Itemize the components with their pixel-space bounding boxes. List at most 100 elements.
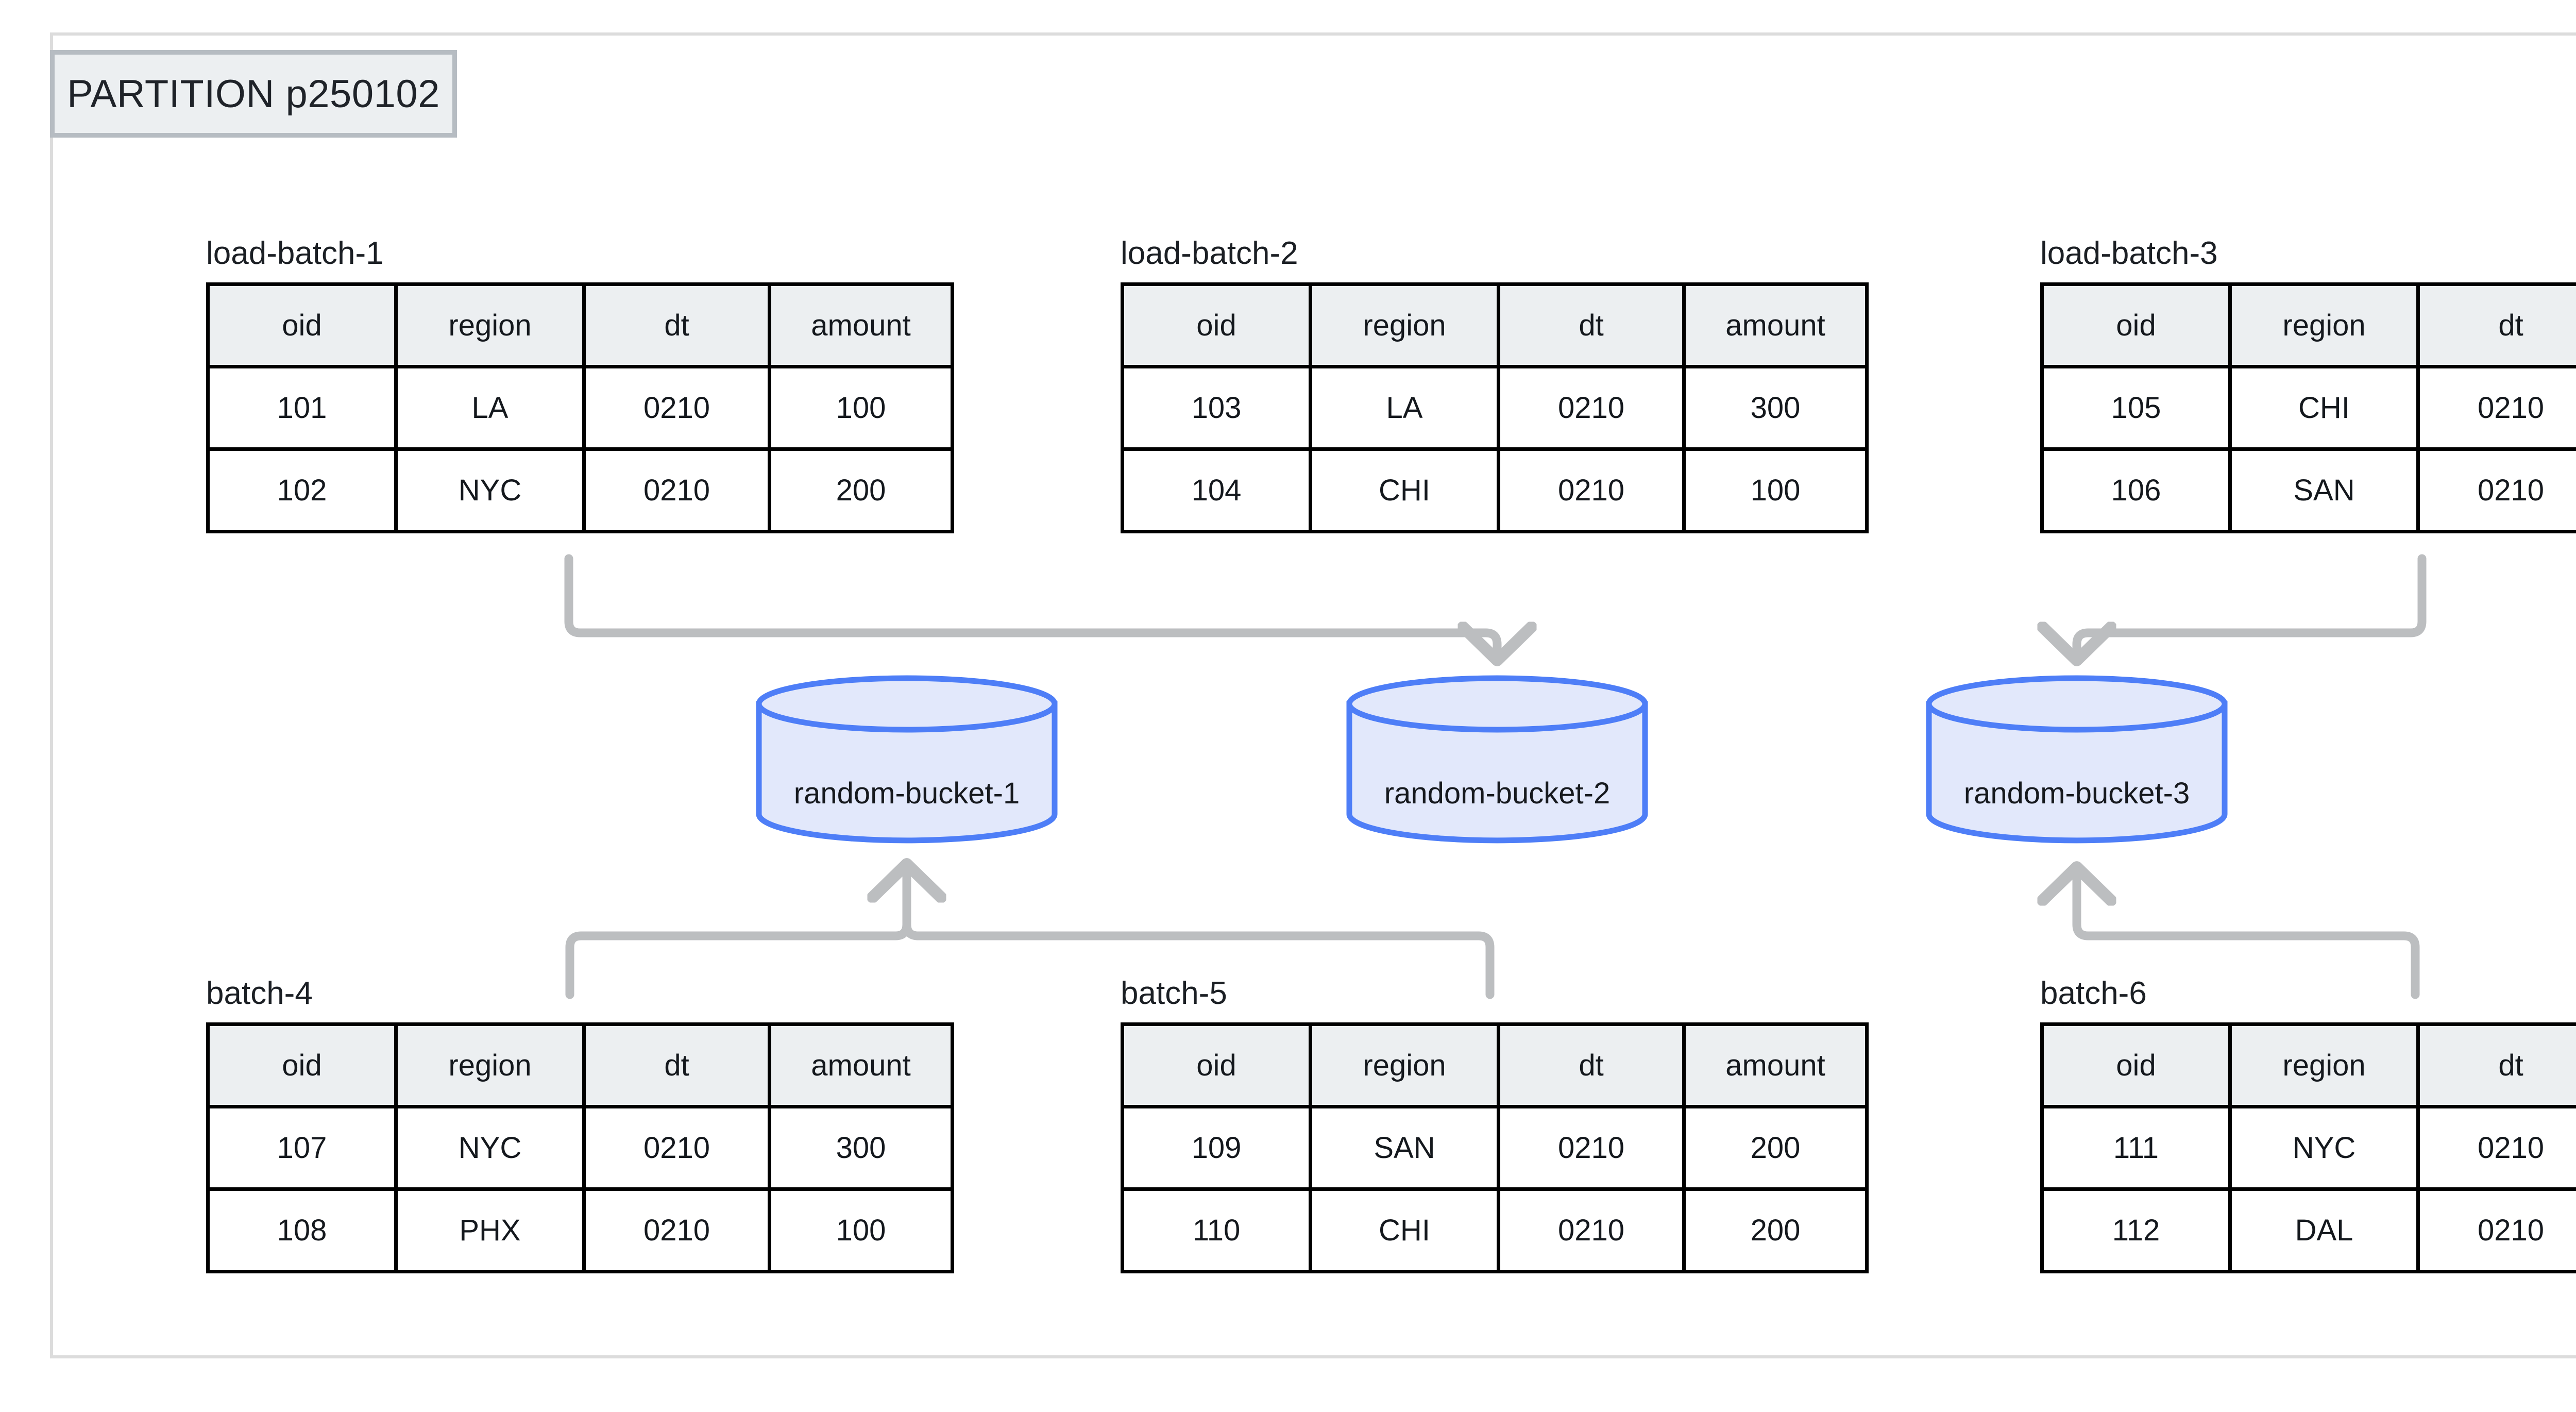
column-header-region: region (394, 282, 586, 368)
table-caption: batch-5 (1121, 976, 1227, 1011)
table-batch-4: oid region dt amount 107 NYC 0210 300 10… (206, 1022, 954, 1273)
table-group-batch-5: batch-5 oid region dt amount 109 SAN 021… (1121, 976, 1869, 1273)
cell-amount: 100 (768, 365, 954, 451)
random-bucket-3-label: random-bucket-3 (1963, 777, 2190, 810)
column-header-amount: amount (768, 1022, 954, 1108)
table-batch-5: oid region dt amount 109 SAN 0210 200 11… (1121, 1022, 1869, 1273)
cylinder-top (756, 675, 1058, 733)
table-header-row: oid region dt amount (206, 282, 954, 368)
cell-region: CHI (1309, 447, 1500, 533)
cell-region: NYC (2228, 1105, 2420, 1191)
column-header-region: region (1309, 1022, 1500, 1108)
cell-oid: 101 (206, 365, 398, 451)
cell-dt: 0210 (2416, 447, 2576, 533)
table-row: 107 NYC 0210 300 (206, 1105, 954, 1191)
table-group-batch-4: batch-4 oid region dt amount 107 NYC 021… (206, 976, 954, 1273)
cell-amount: 300 (768, 1105, 954, 1191)
partition-label: PARTITION p250102 (50, 50, 457, 138)
cell-amount: 200 (1682, 1105, 1869, 1191)
column-header-oid: oid (2040, 1022, 2232, 1108)
cell-oid: 110 (1121, 1187, 1312, 1273)
table-row: 103 LA 0210 300 (1121, 365, 1869, 451)
cell-oid: 107 (206, 1105, 398, 1191)
cell-oid: 108 (206, 1187, 398, 1273)
column-header-dt: dt (1497, 282, 1686, 368)
column-header-oid: oid (1121, 1022, 1312, 1108)
cylinder-top (1926, 675, 2228, 733)
cell-amount: 100 (768, 1187, 954, 1273)
table-header-row: oid region dt amount (1121, 1022, 1869, 1108)
table-header-row: oid region dt amount (2040, 1022, 2576, 1108)
cell-oid: 109 (1121, 1105, 1312, 1191)
column-header-dt: dt (1497, 1022, 1686, 1108)
table-caption: load-batch-2 (1121, 236, 1298, 271)
cell-oid: 103 (1121, 365, 1312, 451)
column-header-oid: oid (1121, 282, 1312, 368)
cell-amount: 200 (768, 447, 954, 533)
cell-region: CHI (2228, 365, 2420, 451)
cell-dt: 0210 (2416, 365, 2576, 451)
cell-region: NYC (394, 1105, 586, 1191)
random-bucket-1-label: random-bucket-1 (793, 777, 1020, 810)
cell-oid: 111 (2040, 1105, 2232, 1191)
table-batch-6: oid region dt amount 111 NYC 0210 100 11… (2040, 1022, 2576, 1273)
random-bucket-3[interactable]: random-bucket-3 (1925, 674, 2229, 844)
cell-dt: 0210 (582, 447, 771, 533)
column-header-amount: amount (1682, 282, 1869, 368)
table-row: 106 SAN 0210 100 (2040, 447, 2576, 533)
table-row: 108 PHX 0210 100 (206, 1187, 954, 1273)
column-header-region: region (2228, 1022, 2420, 1108)
table-row: 110 CHI 0210 200 (1121, 1187, 1869, 1273)
table-group-load-batch-1: load-batch-1 oid region dt amount 101 LA… (206, 236, 954, 533)
column-header-oid: oid (206, 1022, 398, 1108)
cylinder-body (756, 701, 1058, 844)
cell-dt: 0210 (1497, 447, 1686, 533)
cell-amount: 100 (1682, 447, 1869, 533)
table-row: 109 SAN 0210 200 (1121, 1105, 1869, 1191)
cell-dt: 0210 (582, 1105, 771, 1191)
cell-region: CHI (1309, 1187, 1500, 1273)
cell-dt: 0210 (1497, 1187, 1686, 1273)
cell-region: PHX (394, 1187, 586, 1273)
column-header-amount: amount (768, 282, 954, 368)
table-header-row: oid region dt amount (206, 1022, 954, 1108)
cell-oid: 112 (2040, 1187, 2232, 1273)
cylinder-top (1346, 675, 1648, 733)
cell-dt: 0210 (582, 1187, 771, 1273)
column-header-oid: oid (206, 282, 398, 368)
table-row: 101 LA 0210 100 (206, 365, 954, 451)
table-load-batch-2: oid region dt amount 103 LA 0210 300 104… (1121, 282, 1869, 533)
cell-dt: 0210 (582, 365, 771, 451)
column-header-region: region (2228, 282, 2420, 368)
table-group-batch-6: batch-6 oid region dt amount 111 NYC 021… (2040, 976, 2576, 1273)
column-header-dt: dt (2416, 282, 2576, 368)
table-load-batch-3: oid region dt amount 105 CHI 0210 200 10… (2040, 282, 2576, 533)
random-bucket-2-label: random-bucket-2 (1384, 777, 1611, 810)
column-header-region: region (1309, 282, 1500, 368)
column-header-dt: dt (582, 1022, 771, 1108)
cylinder-body (1346, 701, 1648, 844)
cell-region: DAL (2228, 1187, 2420, 1273)
column-header-dt: dt (2416, 1022, 2576, 1108)
cell-amount: 200 (1682, 1187, 1869, 1273)
cell-region: SAN (2228, 447, 2420, 533)
cylinder-body (1926, 701, 2228, 844)
column-header-dt: dt (582, 282, 771, 368)
table-caption: load-batch-3 (2040, 236, 2218, 271)
table-load-batch-1: oid region dt amount 101 LA 0210 100 102… (206, 282, 954, 533)
table-caption: batch-6 (2040, 976, 2147, 1011)
cell-oid: 104 (1121, 447, 1312, 533)
cell-region: SAN (1309, 1105, 1500, 1191)
cell-dt: 0210 (1497, 1105, 1686, 1191)
table-row: 112 DAL 0210 200 (2040, 1187, 2576, 1273)
table-caption: batch-4 (206, 976, 313, 1011)
table-row: 104 CHI 0210 100 (1121, 447, 1869, 533)
table-row: 105 CHI 0210 200 (2040, 365, 2576, 451)
cell-dt: 0210 (2416, 1105, 2576, 1191)
cell-region: NYC (394, 447, 586, 533)
cell-oid: 105 (2040, 365, 2232, 451)
column-header-region: region (394, 1022, 586, 1108)
random-bucket-1[interactable]: random-bucket-1 (755, 674, 1059, 844)
table-group-load-batch-3: load-batch-3 oid region dt amount 105 CH… (2040, 236, 2576, 533)
random-bucket-2[interactable]: random-bucket-2 (1345, 674, 1649, 844)
